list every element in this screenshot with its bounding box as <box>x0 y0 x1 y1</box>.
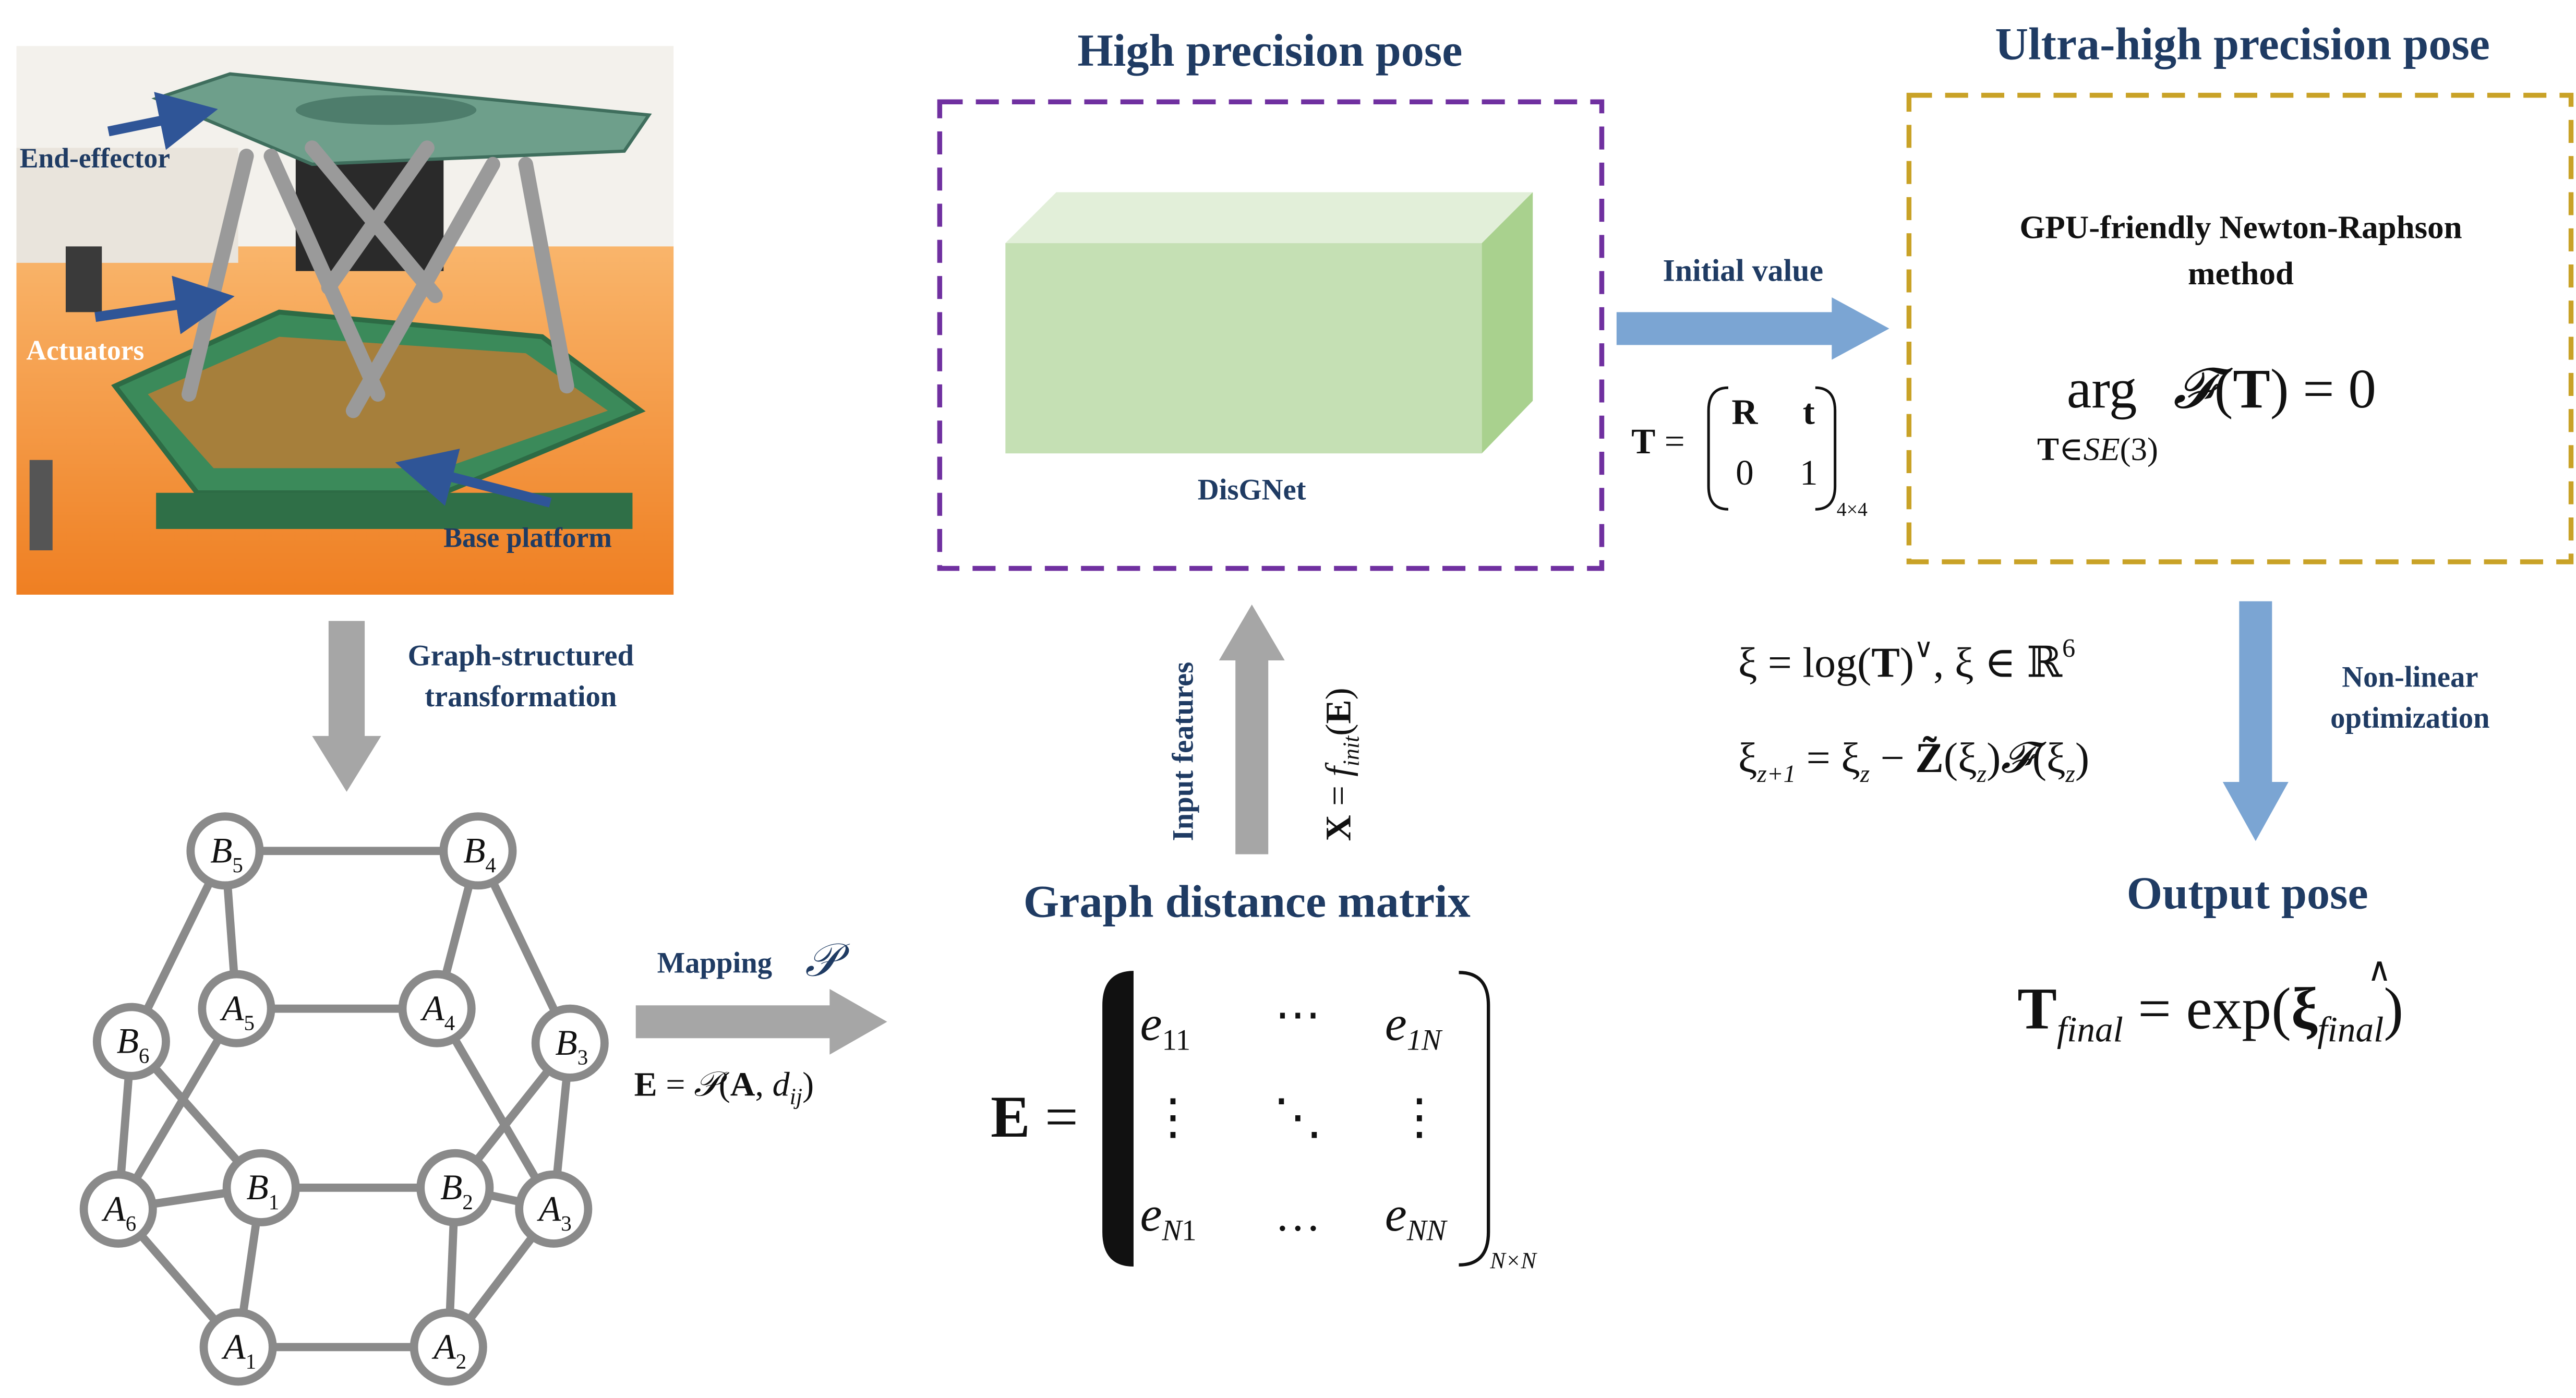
mapping-label: Mapping <box>657 946 772 979</box>
graph-node-A6: A6 <box>79 1170 157 1248</box>
disgnet-label: DisGNet <box>1198 473 1306 506</box>
graph-node-B2: B2 <box>416 1149 494 1226</box>
input-features-arrow <box>1219 604 1285 854</box>
t-matrix-lhs: T = <box>1631 421 1685 461</box>
distance-matrix-cells: e11 ⋯ e1N ⋮ ⋱ ⋮ eN1 … eNN <box>1140 990 1448 1247</box>
graph-node-label-B3: B3 <box>555 1022 588 1069</box>
ultra-precision-title: Ultra-high precision pose <box>1995 18 2490 69</box>
matrix-cell-eN1: eN1 <box>1140 1187 1197 1247</box>
actuators-label: Actuators <box>26 335 144 366</box>
nonlinear-optimization-arrow <box>2222 601 2289 841</box>
matrix-right-paren <box>1459 971 1490 1267</box>
graph-edge-A4-A3 <box>433 1006 558 1211</box>
graph-node-label-B1: B1 <box>246 1167 279 1214</box>
xi-log-equation: ξ = log(T)∨, ξ ∈ ℝ6 <box>1738 634 2075 686</box>
input-features-equation: X = finit(E) <box>1318 688 1364 841</box>
graph-node-label-B2: B2 <box>440 1167 473 1214</box>
graph-transform-label-line2: transformation <box>425 680 617 713</box>
method-label-line1: GPU-friendly Newton-Raphson <box>2019 209 2462 246</box>
ultra-precision-box <box>1906 92 2574 564</box>
output-hat-symbol: ∧ <box>2367 951 2391 988</box>
matrix-cell-vdots-left: ⋮ <box>1148 1090 1197 1144</box>
argmin-subscript: T∈SE(3) <box>2037 431 2158 467</box>
matrix-cell-vdots-right: ⋮ <box>1395 1090 1444 1144</box>
t-matrix-right-paren <box>1815 386 1837 511</box>
mapping-arrow <box>635 989 887 1055</box>
matrix-left-paren <box>1102 971 1134 1267</box>
graph-node-label-B6: B6 <box>117 1021 150 1068</box>
graph-node-label-A1: A1 <box>221 1326 256 1373</box>
end-effector-label: End-effector <box>20 142 170 174</box>
initial-value-arrow <box>1616 297 1889 360</box>
graph-node-B3: B3 <box>531 1004 609 1082</box>
t-matrix-R: R <box>1731 391 1758 431</box>
end-effector-pointer-arrow <box>107 92 218 150</box>
output-pose-equation: Tfinal = exp(ξfinal) <box>2017 975 2403 1049</box>
graph-transform-arrow <box>312 621 381 792</box>
graph-transform-label-line1: Graph-structured <box>408 639 634 672</box>
graph-node-A1: A1 <box>199 1308 277 1386</box>
method-label-line2: method <box>2188 255 2294 292</box>
distance-matrix-lhs: E = <box>991 1084 1078 1150</box>
t-matrix-one: 1 <box>1800 452 1818 492</box>
matrix-cell-e1N: e1N <box>1385 996 1443 1056</box>
disgnet-block <box>1005 192 1533 454</box>
t-matrix-t: t <box>1803 391 1815 431</box>
robot-photo: End-effector Actuators Base platform <box>16 46 674 595</box>
graph-edge-A5-A6 <box>114 1006 240 1211</box>
matrix-cell-hdots-bottom: … <box>1275 1190 1321 1241</box>
input-features-label: Input features <box>1166 662 1199 841</box>
graph-node-label-A5: A5 <box>220 988 255 1035</box>
mapping-symbol: 𝒫 <box>805 935 850 986</box>
graph-node-label-B4: B4 <box>463 830 496 877</box>
t-matrix-left-paren <box>1707 386 1729 511</box>
graph-node-label-B5: B5 <box>210 830 243 877</box>
graph-node-label-A4: A4 <box>420 988 455 1035</box>
output-pose-title: Output pose <box>2127 868 2368 919</box>
graph-node-A5: A5 <box>198 970 275 1047</box>
mapping-equation: E = 𝒫(A, dij) <box>634 1066 814 1110</box>
matrix-cell-hdots-top: ⋯ <box>1275 990 1321 1041</box>
high-precision-title: High precision pose <box>1077 25 1462 76</box>
base-platform-label: Base platform <box>443 522 612 553</box>
distance-matrix-size: N×N <box>1489 1248 1537 1273</box>
matrix-cell-eNN: eNN <box>1385 1187 1448 1247</box>
graph-node-A4: A4 <box>398 970 476 1047</box>
graph-node-B6: B6 <box>92 1003 170 1080</box>
distance-matrix-title: Graph distance matrix <box>1024 876 1471 927</box>
t-matrix-zero: 0 <box>1736 452 1754 492</box>
matrix-cell-e11: e11 <box>1140 996 1191 1056</box>
xi-update-equation: ξz+1 = ξz − Z̃(ξz)𝓕(ξz) <box>1738 734 2089 788</box>
matrix-cell-ddots: ⋱ <box>1273 1090 1322 1144</box>
initial-value-label: Initial value <box>1663 254 1824 288</box>
graph-node-A2: A2 <box>410 1308 487 1386</box>
graph-node-label-A6: A6 <box>101 1188 136 1235</box>
nonlinear-label-line1: Non-linear <box>2342 660 2478 693</box>
base-platform-pointer-arrow <box>395 449 552 508</box>
nonlinear-label-line2: optimization <box>2330 702 2489 734</box>
graph-node-label-A3: A3 <box>537 1188 572 1235</box>
graph-node-B5: B5 <box>186 812 264 890</box>
high-precision-box <box>937 99 1605 571</box>
graph-node-label-A2: A2 <box>431 1326 466 1373</box>
graph-node-B1: B1 <box>222 1149 300 1226</box>
actuators-pointer-arrow <box>94 275 235 334</box>
t-matrix-size: 4×4 <box>1837 499 1868 521</box>
graph-node-A3: A3 <box>515 1170 593 1248</box>
graph-node-B4: B4 <box>439 812 517 890</box>
